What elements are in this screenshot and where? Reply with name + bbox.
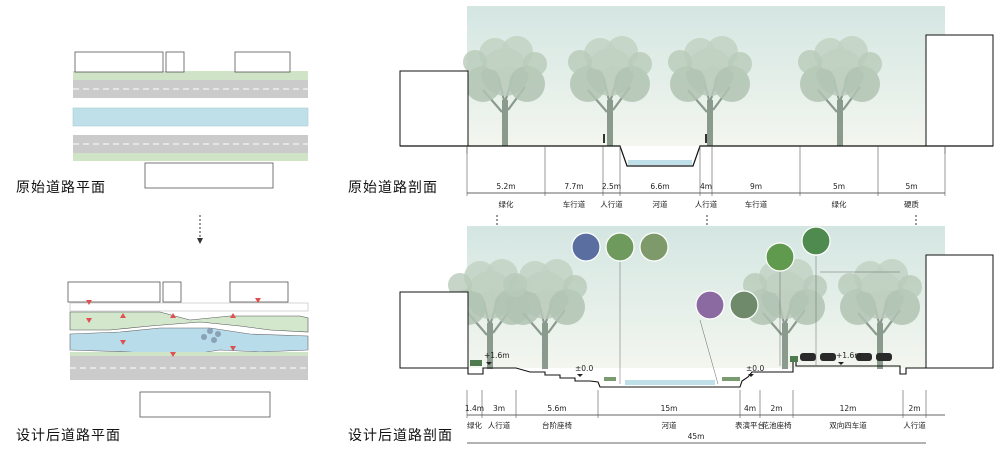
building-left <box>399 291 469 369</box>
design-seg-label-7: 人行道 <box>903 420 926 430</box>
person-silhouette <box>705 134 707 143</box>
orig-seg-width-1: 7.7m <box>564 182 583 191</box>
orig-seg-width-2: 2.5m <box>602 182 621 191</box>
plant-photo-callouts <box>571 226 831 320</box>
design-seg-width-4: 4m <box>744 404 756 413</box>
design-section: +1.6m ±0.0 ±0.0 +1.6m 45m 1.4m 3m 5.6m 15m 4… <box>399 226 994 444</box>
building-block <box>139 391 271 418</box>
orig-seg-width-0: 5.2m <box>496 182 515 191</box>
design-seg-width-1: 3m <box>493 404 505 413</box>
design-seg-label-4: 表演平台 <box>735 420 765 430</box>
orig-seg-width-4: 4m <box>700 182 712 191</box>
building-block <box>67 281 161 303</box>
design-plan <box>67 281 309 418</box>
title-design-section: 设计后道路剖面 <box>348 428 453 444</box>
design-seg-label-2: 台阶座椅 <box>542 420 572 430</box>
orig-seg-label-6: 绿化 <box>832 199 847 209</box>
design-seg-width-7: 2m <box>908 404 920 413</box>
building-block <box>162 281 182 303</box>
orig-seg-width-7: 5m <box>905 182 917 191</box>
level-right-high: +1.6m <box>836 351 862 360</box>
orig-seg-label-3: 河道 <box>653 199 668 209</box>
design-seg-width-3: 15m <box>661 404 678 413</box>
orig-seg-label-2: 人行道 <box>600 199 623 209</box>
orig-seg-label-7: 硬质 <box>904 199 919 209</box>
building-block <box>229 281 289 303</box>
title-design-plan: 设计后道路平面 <box>16 428 121 444</box>
building-block <box>165 51 185 73</box>
building-block <box>144 162 274 189</box>
design-seg-label-3: 河道 <box>662 420 677 430</box>
ground-line <box>400 359 993 388</box>
title-original-section: 原始道路剖面 <box>348 180 438 196</box>
level-right-low: ±0.0 <box>746 364 764 373</box>
river-water <box>628 160 692 165</box>
original-section: 5.2m 7.7m 2.5m 6.6m 4m 9m 5m 5m 绿化 车行道 人行道 河道 人行道 车行… <box>399 6 994 242</box>
orig-seg-label-1: 车行道 <box>563 199 586 209</box>
flow-arrows <box>86 298 261 357</box>
design-seg-label-6: 双向四车道 <box>829 420 867 430</box>
orig-seg-label-4: 人行道 <box>695 199 718 209</box>
building-block <box>234 51 291 73</box>
river-water <box>625 380 715 385</box>
total-width: 45m <box>688 432 705 441</box>
orig-seg-label-5: 车行道 <box>745 199 768 209</box>
design-seg-width-5: 2m <box>770 404 782 413</box>
level-left-high: +1.6m <box>484 351 510 360</box>
design-seg-width-2: 5.6m <box>547 404 566 413</box>
orig-seg-width-3: 6.6m <box>650 182 669 191</box>
building-right <box>925 34 994 147</box>
design-seg-width-6: 12m <box>840 404 857 413</box>
design-seg-label-0: 绿化 <box>467 420 482 430</box>
orig-seg-label-0: 绿化 <box>499 199 514 209</box>
design-seg-width-0: 1.4m <box>465 404 484 413</box>
design-seg-label-5: 花池座椅 <box>762 420 792 430</box>
transform-arrow <box>197 215 203 244</box>
orig-seg-width-5: 9m <box>750 182 762 191</box>
level-left-low: ±0.0 <box>575 364 593 373</box>
orig-seg-width-6: 5m <box>833 182 845 191</box>
ground-line <box>400 145 993 167</box>
building-right <box>925 254 994 369</box>
design-seg-label-1: 人行道 <box>488 420 511 430</box>
car-silhouettes <box>800 353 892 361</box>
building-block <box>74 51 164 73</box>
level-marks: +1.6m ±0.0 ±0.0 +1.6m <box>484 351 862 377</box>
building-left <box>399 70 469 147</box>
title-original-plan: 原始道路平面 <box>16 180 106 196</box>
person-silhouette <box>603 134 605 143</box>
original-plan <box>72 51 309 189</box>
